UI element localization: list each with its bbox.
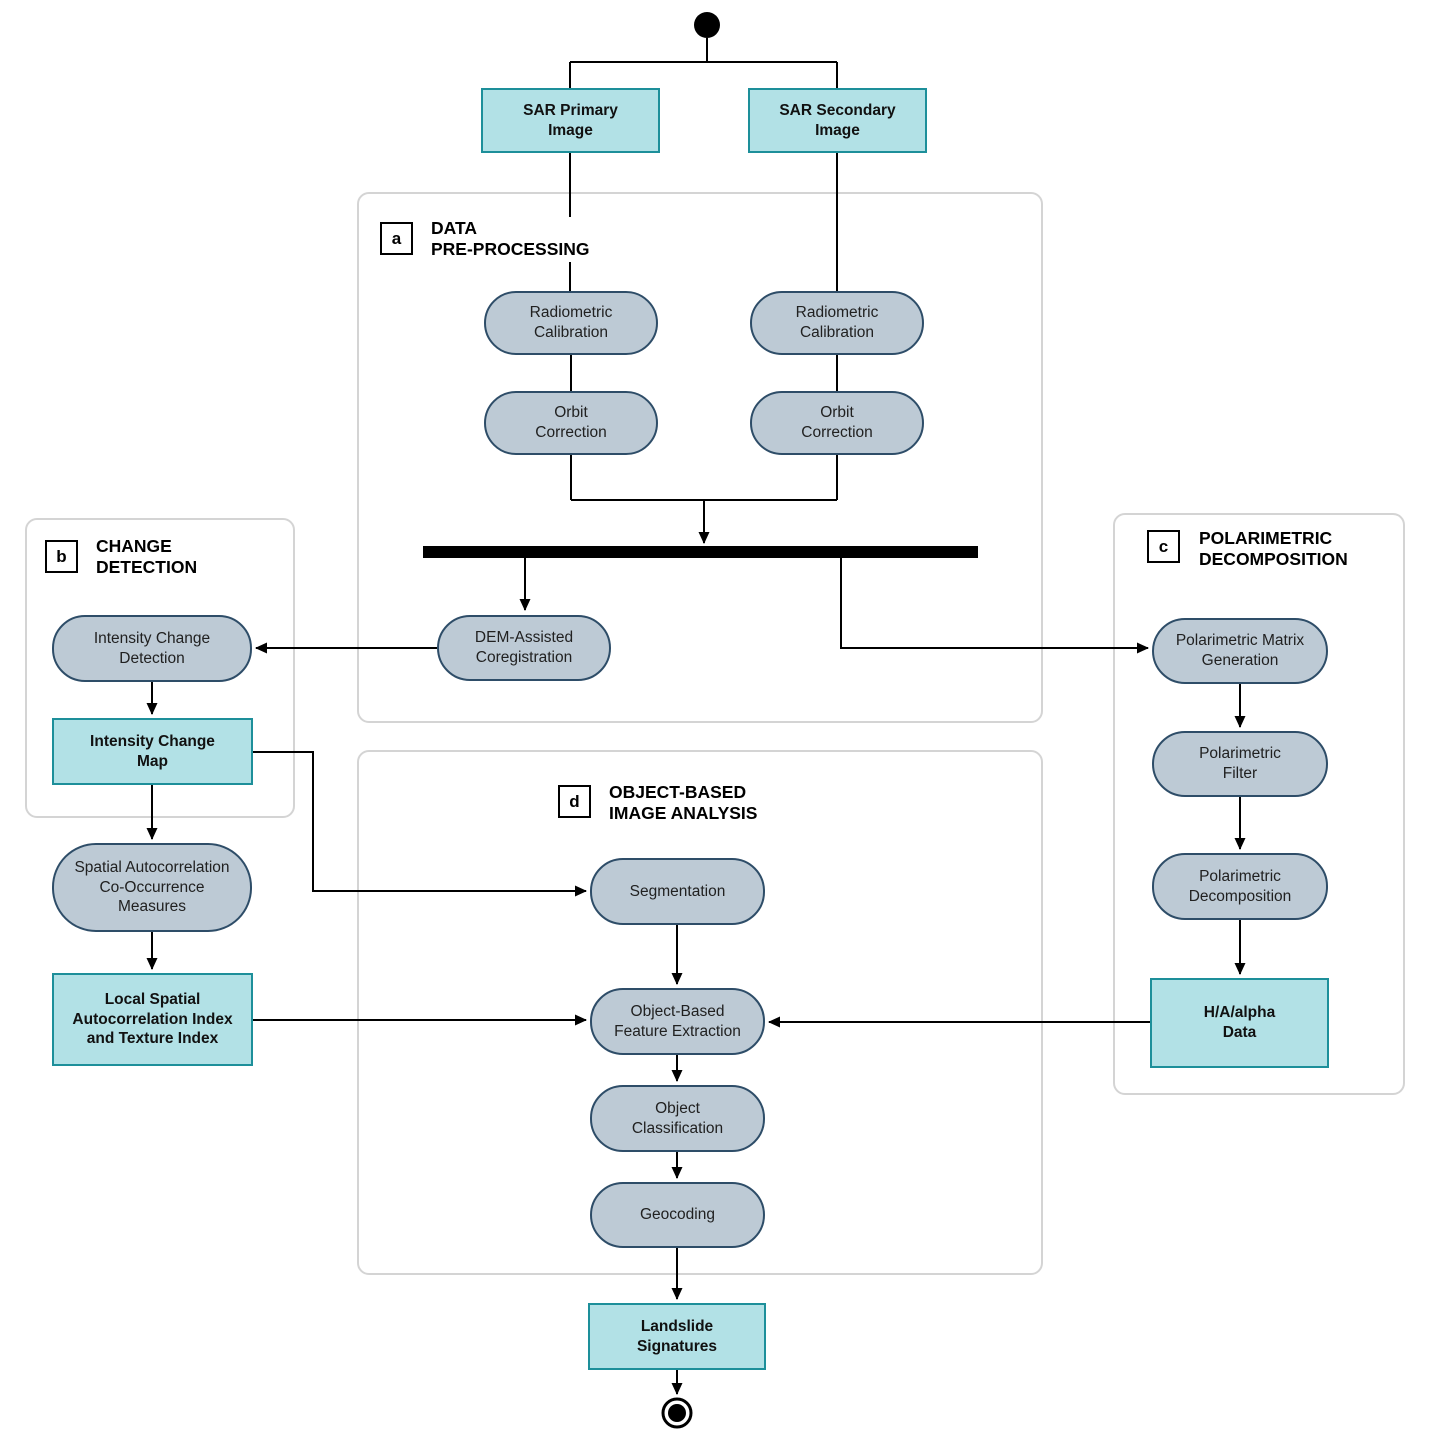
node-object-based-feature-extraction: Object-Based Feature Extraction <box>590 988 765 1055</box>
section-a-letter: a <box>380 222 413 255</box>
section-a-title: DATA PRE-PROCESSING <box>428 217 593 262</box>
node-orbit-correction-primary: Orbit Correction <box>484 391 658 455</box>
edge-orbit-merge <box>570 455 838 501</box>
node-sar-primary-image: SAR Primary Image <box>481 88 660 153</box>
section-a-container <box>357 192 1043 723</box>
edge-start-fanout <box>569 38 838 90</box>
section-c-container <box>1113 513 1405 1095</box>
section-d-letter: d <box>558 785 591 818</box>
edge-icmap-segmentation <box>253 751 587 897</box>
section-b-container <box>25 518 295 818</box>
section-b-letter: b <box>45 540 78 573</box>
section-d-letter-text: d <box>569 791 580 811</box>
start-node <box>694 12 720 38</box>
node-landslide-signatures: Landslide Signatures <box>588 1303 766 1370</box>
node-segmentation: Segmentation <box>590 858 765 925</box>
section-b-letter-text: b <box>56 546 67 566</box>
node-polarimetric-decomposition: Polarimetric Decomposition <box>1152 853 1328 920</box>
edge-bar-polmatrix <box>840 558 1149 654</box>
section-b-title: CHANGE DETECTION <box>93 535 201 580</box>
node-polarimetric-matrix-generation: Polarimetric Matrix Generation <box>1152 618 1328 684</box>
node-ha-alpha-data: H/A/alpha Data <box>1150 978 1329 1068</box>
section-a-letter-text: a <box>391 228 402 248</box>
section-d-title: OBJECT-BASED IMAGE ANALYSIS <box>606 781 761 826</box>
node-intensity-change-detection: Intensity Change Detection <box>52 615 252 682</box>
node-dem-assisted-coregistration: DEM-Assisted Coregistration <box>437 615 611 681</box>
node-local-spatial-autocorrelation-index: Local Spatial Autocorrelation Index and … <box>52 973 253 1066</box>
section-c-letter-text: c <box>1158 536 1169 556</box>
node-sar-secondary-image: SAR Secondary Image <box>748 88 927 153</box>
section-c-letter: c <box>1147 530 1180 563</box>
node-polarimetric-filter: Polarimetric Filter <box>1152 731 1328 797</box>
sync-bar <box>423 546 978 558</box>
node-radiometric-calibration-primary: Radiometric Calibration <box>484 291 658 355</box>
node-radiometric-calibration-secondary: Radiometric Calibration <box>750 291 924 355</box>
node-object-classification: Object Classification <box>590 1085 765 1152</box>
node-orbit-correction-secondary: Orbit Correction <box>750 391 924 455</box>
end-node-core <box>668 1404 686 1422</box>
node-spatial-autocorrelation-measures: Spatial Autocorrelation Co-Occurrence Me… <box>52 843 252 932</box>
section-c-title: POLARIMETRIC DECOMPOSITION <box>1196 527 1351 572</box>
node-intensity-change-map: Intensity Change Map <box>52 718 253 785</box>
section-d-container <box>357 750 1043 1275</box>
node-geocoding: Geocoding <box>590 1182 765 1248</box>
